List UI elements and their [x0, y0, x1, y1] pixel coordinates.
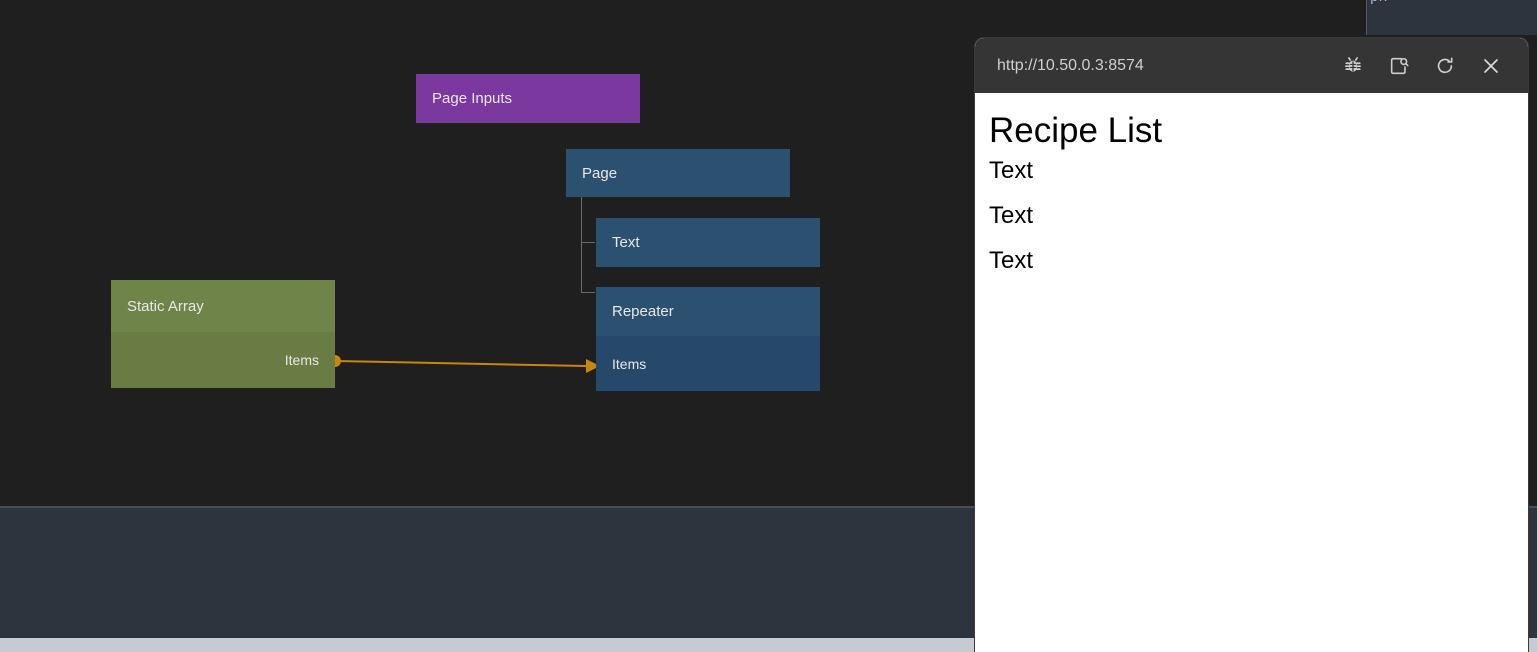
preview-list-item: Text	[989, 246, 1034, 274]
preview-page-heading: Recipe List	[989, 111, 1163, 150]
tree-connector-stub-text	[581, 242, 595, 243]
top-right-rail	[1367, 0, 1537, 35]
node-static-array[interactable]: Static Array Items	[111, 280, 335, 388]
node-text[interactable]: Text	[596, 218, 820, 267]
canvas-separator	[0, 506, 1537, 508]
preview-titlebar[interactable]: http://10.50.0.3:8574	[975, 38, 1528, 93]
node-static-array-port-items[interactable]: Items	[111, 332, 335, 388]
node-repeater-port-items[interactable]: Items	[596, 336, 820, 391]
node-page-inputs[interactable]: Page Inputs	[416, 74, 640, 123]
preview-list-item: Text	[989, 156, 1034, 184]
node-page-inputs-title: Page Inputs	[432, 90, 513, 107]
node-static-array-title: Static Array	[111, 280, 335, 332]
node-repeater[interactable]: Repeater Items	[596, 287, 820, 391]
preview-content: Recipe List Text Text Text	[975, 93, 1528, 652]
tree-connector-vertical	[581, 197, 582, 293]
node-page-title: Page	[582, 164, 618, 182]
node-page[interactable]: Page	[566, 149, 790, 197]
clipped-px-label: px	[1370, 0, 1388, 6]
node-text-title: Text	[612, 234, 640, 251]
tree-connector-stub-repeater	[581, 292, 595, 293]
preview-url-label[interactable]: http://10.50.0.3:8574	[997, 56, 1144, 74]
node-repeater-title: Repeater	[596, 287, 820, 336]
preview-window[interactable]: http://10.50.0.3:8574	[975, 38, 1528, 652]
preview-list-item: Text	[989, 201, 1034, 229]
close-icon[interactable]	[1472, 47, 1510, 85]
rail-divider	[1366, 0, 1367, 35]
inspect-page-icon[interactable]	[1380, 47, 1418, 85]
bug-icon[interactable]	[1334, 47, 1372, 85]
reload-icon[interactable]	[1426, 47, 1464, 85]
